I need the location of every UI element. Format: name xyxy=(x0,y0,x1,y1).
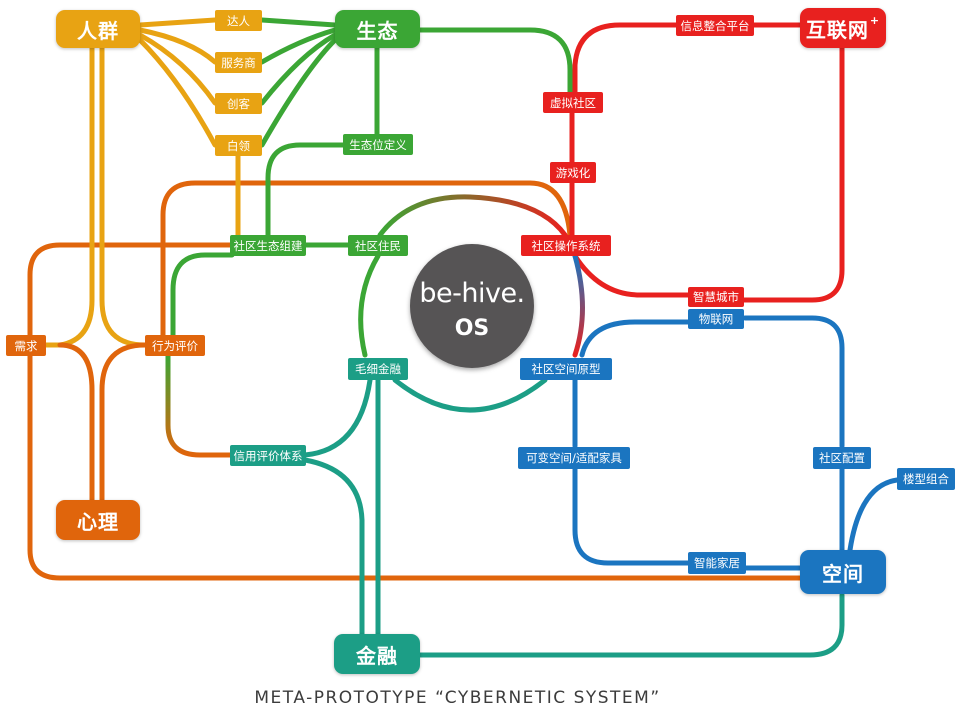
combo-space-line xyxy=(847,477,900,553)
tag-eco-building-label: 社区生态组建 xyxy=(233,238,303,253)
tag-smart-city-label: 智慧城市 xyxy=(693,290,739,304)
crowd-hub-label: 人群 xyxy=(77,18,119,43)
tag-gamification[interactable]: 游戏化 xyxy=(550,162,596,183)
tag-residents-label: 社区住民 xyxy=(355,238,401,253)
diagram-caption: META-PROTOTYPE “CYBERNETIC SYSTEM” xyxy=(254,688,661,708)
internet-smartcity-line xyxy=(741,42,845,303)
finance-space-line xyxy=(417,592,845,658)
crowd-hub[interactable]: 人群 xyxy=(56,10,140,48)
crowd-fan-1 xyxy=(137,17,218,28)
ecology-hub-label: 生态 xyxy=(356,18,399,43)
tag-maker-label: 创客 xyxy=(227,96,250,111)
tag-community-os-label: 社区操作系统 xyxy=(531,238,601,253)
tag-space-prototype[interactable]: 社区空间原型 xyxy=(520,358,612,380)
core-title: be-hive. xyxy=(419,278,525,309)
iot-space-prototype-line xyxy=(579,319,693,358)
tag-building-combo[interactable]: 楼型组合 xyxy=(897,468,955,490)
residents-os-arc xyxy=(377,194,568,238)
psych-stem-left xyxy=(57,342,95,503)
behive-os-core[interactable]: be-hive. OS xyxy=(410,244,534,368)
tag-micro-finance[interactable]: 毛细金融 xyxy=(348,358,408,380)
tag-variable-space-label: 可变空间/适配家具 xyxy=(526,451,622,465)
tag-micro-finance-label: 毛细金融 xyxy=(355,362,401,376)
variable-smarthome-line xyxy=(572,465,691,566)
tag-credit-system-label: 信用评价体系 xyxy=(233,448,303,463)
core-subtitle: OS xyxy=(454,316,490,341)
tag-whitecollar-label: 白领 xyxy=(227,138,250,153)
credit-micro-line xyxy=(302,377,373,458)
tag-info-platform-label: 信息整合平台 xyxy=(680,18,750,33)
tag-behavior-eval-label: 行为评价 xyxy=(152,338,198,353)
tag-needs-label: 需求 xyxy=(14,338,38,353)
tag-needs[interactable]: 需求 xyxy=(6,335,46,356)
tag-eco-building[interactable]: 社区生态组建 xyxy=(230,235,306,256)
ecology-hub[interactable]: 生态 xyxy=(335,10,420,48)
build-behavior-line xyxy=(170,252,235,339)
internet-hub[interactable]: 互联网+ xyxy=(800,8,886,48)
virtual-info-line xyxy=(572,22,681,95)
tag-community-config[interactable]: 社区配置 xyxy=(813,447,871,469)
tag-building-combo-label: 楼型组合 xyxy=(903,472,949,486)
psych-stem-right xyxy=(99,342,148,503)
credit-finance-line xyxy=(302,457,365,638)
core-ring-right xyxy=(572,253,585,358)
tag-virtual-community-label: 虚拟社区 xyxy=(550,95,596,110)
crowd-fan-3 xyxy=(137,32,218,106)
psychology-hub-label: 心理 xyxy=(77,509,119,534)
tag-variable-space[interactable]: 可变空间/适配家具 xyxy=(518,447,630,469)
internet-hub-label: 互联网 xyxy=(805,17,869,42)
tag-community-config-label: 社区配置 xyxy=(819,451,865,465)
tag-whitecollar[interactable]: 白领 xyxy=(215,135,262,156)
tag-eco-definition[interactable]: 生态位定义 xyxy=(343,134,413,155)
crowd-fan-2 xyxy=(137,27,218,65)
tag-smart-city[interactable]: 智慧城市 xyxy=(688,287,744,307)
behavior-credit-line xyxy=(165,352,235,458)
crowd-stem-right xyxy=(99,42,148,348)
tag-iot-label: 物联网 xyxy=(698,312,734,326)
tag-daren-label: 达人 xyxy=(227,13,250,28)
eco-fan-3 xyxy=(259,32,338,106)
tag-community-os[interactable]: 社区操作系统 xyxy=(521,235,611,256)
tag-space-prototype-label: 社区空间原型 xyxy=(531,362,601,376)
tag-residents[interactable]: 社区住民 xyxy=(348,235,408,256)
tag-iot[interactable]: 物联网 xyxy=(688,309,744,329)
tag-service[interactable]: 服务商 xyxy=(215,52,262,73)
tag-smart-home-label: 智能家居 xyxy=(694,556,740,570)
tag-info-platform[interactable]: 信息整合平台 xyxy=(676,15,754,36)
tag-gamification-label: 游戏化 xyxy=(555,165,591,180)
finance-hub-label: 金融 xyxy=(356,643,398,668)
tag-daren[interactable]: 达人 xyxy=(215,10,262,31)
needs-loop-line xyxy=(27,242,803,581)
space-hub[interactable]: 空间 xyxy=(800,550,886,594)
iot-config-line xyxy=(742,315,845,449)
finance-hub[interactable]: 金融 xyxy=(334,634,420,674)
tag-credit-system[interactable]: 信用评价体系 xyxy=(230,445,306,466)
eco-fan-4 xyxy=(259,37,338,148)
os-smartcity-line xyxy=(572,253,691,298)
eco-fan-2 xyxy=(259,27,338,65)
eco-virtual-line xyxy=(417,27,573,95)
tag-maker[interactable]: 创客 xyxy=(215,93,262,114)
crowd-stem-left xyxy=(27,42,95,348)
definition-build-line xyxy=(265,142,350,238)
space-hub-label: 空间 xyxy=(822,561,864,586)
tag-virtual-community[interactable]: 虚拟社区 xyxy=(543,92,603,113)
core-ring-left xyxy=(358,253,381,358)
tag-eco-definition-label: 生态位定义 xyxy=(349,137,407,152)
tag-smart-home[interactable]: 智能家居 xyxy=(688,552,746,574)
tag-service-label: 服务商 xyxy=(221,55,256,70)
crowd-fan-4 xyxy=(137,37,218,148)
tag-behavior-eval[interactable]: 行为评价 xyxy=(145,335,205,356)
behavior-os-arc xyxy=(160,180,573,348)
psychology-hub[interactable]: 心理 xyxy=(56,500,140,540)
core-ring-bottom xyxy=(392,377,548,413)
eco-fan-1 xyxy=(259,17,338,28)
internet-plus-sup: + xyxy=(869,13,881,27)
